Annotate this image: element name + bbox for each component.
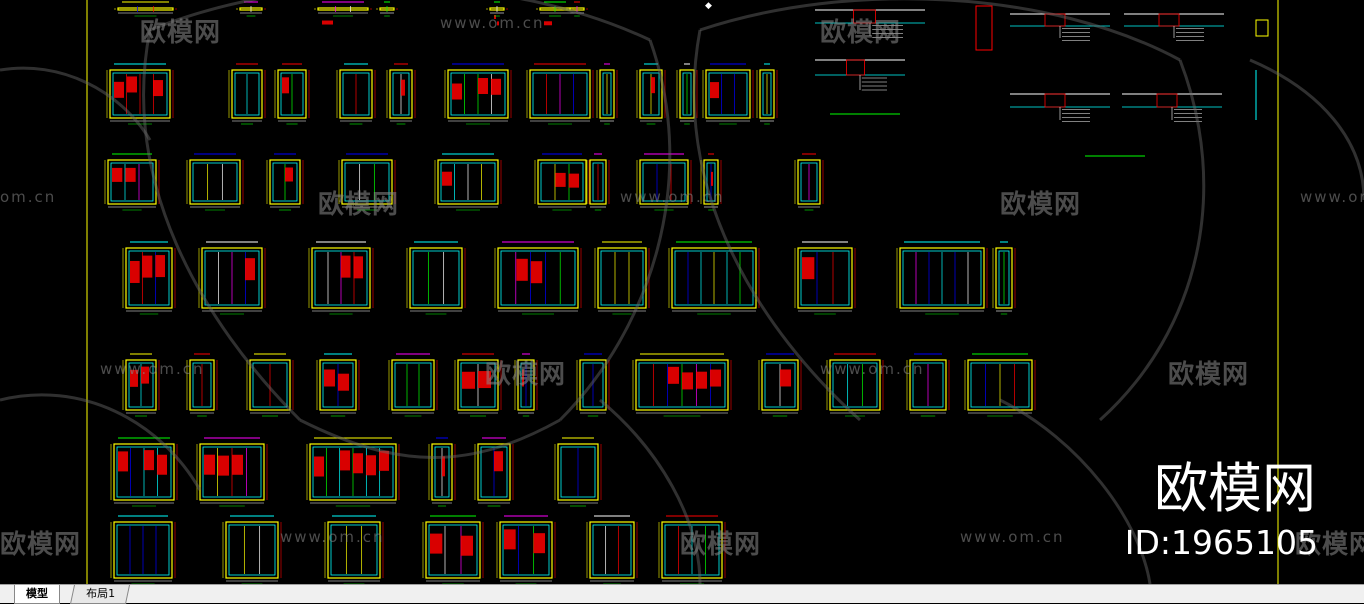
elevation-thumbnail bbox=[554, 437, 602, 507]
tab-layout1-label: 布局1 bbox=[85, 587, 115, 600]
elevation-thumbnail bbox=[306, 437, 400, 507]
elevation-thumbnail bbox=[896, 241, 988, 315]
elevation-thumbnail bbox=[338, 153, 396, 211]
elevation-thumbnail bbox=[104, 153, 160, 211]
elevation-thumbnail bbox=[110, 437, 178, 507]
elevation-thumbnail bbox=[186, 353, 218, 417]
elevation-thumbnail bbox=[494, 241, 582, 315]
elevation-thumbnail bbox=[454, 353, 502, 417]
elevation-thumbnail bbox=[228, 63, 266, 125]
elevation-thumbnail bbox=[236, 1, 266, 17]
elevation-thumbnail bbox=[114, 1, 177, 17]
elevation-thumbnail bbox=[700, 153, 722, 211]
elevation-thumbnail bbox=[576, 353, 610, 417]
section-detail bbox=[815, 59, 905, 91]
elevation-thumbnail bbox=[422, 515, 484, 584]
elevation-thumbnail bbox=[222, 515, 282, 584]
section-detail bbox=[1122, 93, 1222, 122]
elevation-thumbnail bbox=[474, 437, 514, 507]
elevation-thumbnail bbox=[826, 353, 884, 417]
elevation-thumbnail bbox=[110, 515, 176, 584]
elevation-thumbnail bbox=[536, 1, 574, 26]
elevation-thumbnail bbox=[336, 63, 376, 125]
layout-tab-bar: 模型 布局1 bbox=[0, 584, 1364, 604]
elevation-thumbnail bbox=[676, 63, 698, 125]
center-marker: ◆ bbox=[705, 1, 712, 11]
elevation-thumbnail bbox=[496, 515, 556, 584]
tab-model[interactable]: 模型 bbox=[14, 585, 60, 604]
tab-layout1[interactable]: 布局1 bbox=[69, 585, 131, 604]
elevation-thumbnail bbox=[632, 353, 732, 417]
elevation-thumbnail bbox=[122, 241, 176, 315]
elevation-thumbnail bbox=[794, 241, 856, 315]
section-detail bbox=[1010, 93, 1110, 122]
elevation-thumbnail bbox=[758, 353, 802, 417]
elevation-thumbnail bbox=[702, 63, 754, 125]
elevation-thumbnail bbox=[196, 437, 268, 507]
elevation-thumbnail bbox=[186, 153, 244, 211]
elevation-thumbnail bbox=[586, 153, 610, 211]
elevation-thumbnail bbox=[658, 515, 726, 584]
elevation-thumbnail bbox=[388, 353, 438, 417]
elevation-thumbnail bbox=[756, 63, 778, 125]
elevation-thumbnail bbox=[444, 63, 512, 125]
elevation-thumbnail bbox=[636, 63, 666, 125]
elevation-thumbnail bbox=[486, 1, 508, 26]
elevation-thumbnail bbox=[964, 353, 1036, 417]
elevation-thumbnail bbox=[266, 153, 304, 211]
elevation-thumbnail bbox=[122, 353, 160, 417]
section-detail bbox=[815, 9, 925, 38]
elevation-thumbnail bbox=[314, 1, 372, 25]
elevation-thumbnail bbox=[434, 153, 502, 211]
elevation-thumbnail bbox=[906, 353, 950, 417]
section-detail bbox=[1124, 13, 1224, 41]
elevation-thumbnail bbox=[596, 63, 618, 125]
elevation-thumbnail bbox=[246, 353, 294, 417]
elevation-thumbnail bbox=[566, 1, 588, 17]
elevation-thumbnail bbox=[308, 241, 374, 315]
elevation-thumbnail bbox=[636, 153, 692, 211]
elevation-thumbnail bbox=[274, 63, 310, 125]
elevation-thumbnail bbox=[586, 515, 638, 584]
elevation-thumbnail bbox=[198, 241, 266, 315]
detail-strip bbox=[1255, 19, 1269, 37]
elevation-thumbnail bbox=[992, 241, 1016, 315]
elevation-thumbnail bbox=[106, 63, 174, 125]
detail-strip bbox=[975, 5, 993, 51]
elevation-thumbnail bbox=[526, 63, 594, 125]
elevation-thumbnail bbox=[316, 353, 360, 417]
section-detail bbox=[1010, 13, 1110, 41]
model-space-canvas[interactable]: ◆ 欧模网 www.om.cn 欧模网 om.cn 欧模网 www bbox=[0, 0, 1364, 584]
elevation-thumbnail bbox=[514, 353, 538, 417]
elevation-thumbnail bbox=[668, 241, 760, 315]
elevation-thumbnail bbox=[406, 241, 466, 315]
elevation-thumbnail bbox=[794, 153, 824, 211]
elevation-thumbnail bbox=[534, 153, 590, 211]
elevation-thumbnail bbox=[376, 1, 398, 17]
elevation-thumbnail bbox=[428, 437, 456, 507]
elevation-thumbnail bbox=[324, 515, 384, 584]
cad-drawing-sheet: ◆ bbox=[86, 0, 1279, 584]
elevation-thumbnail bbox=[386, 63, 416, 125]
elevation-thumbnail bbox=[594, 241, 650, 315]
